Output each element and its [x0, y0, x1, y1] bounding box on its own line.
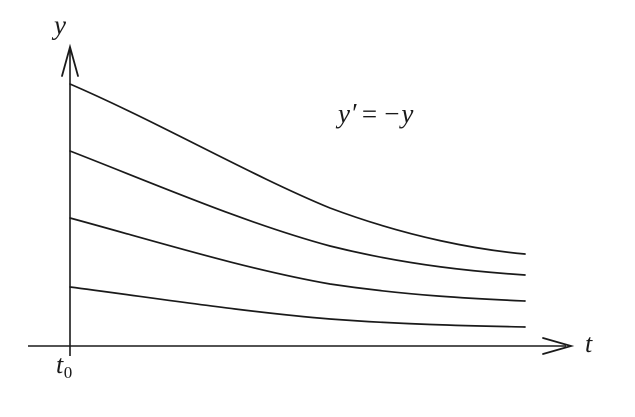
- t0-origin-label: t0: [56, 350, 73, 383]
- t-axis-arrowhead-icon: [542, 337, 575, 355]
- y-axis-arrowhead-icon: [61, 43, 79, 77]
- solution-curve-3: [69, 217, 526, 302]
- equation-rhs: −y: [382, 98, 414, 129]
- solution-curve-2: [69, 150, 526, 276]
- solution-curve-4: [69, 286, 526, 328]
- y-axis-label: y: [54, 10, 66, 40]
- t0-base: t: [56, 350, 64, 379]
- solution-curve-1: [69, 83, 526, 255]
- t-axis-label: t: [585, 329, 593, 358]
- equation-prime: ′: [350, 98, 357, 128]
- equation-annotation: y′=−y: [338, 100, 414, 128]
- equation-lhs: y: [338, 98, 351, 129]
- t0-subscript: 0: [63, 363, 73, 383]
- equation-operator: =: [361, 98, 378, 129]
